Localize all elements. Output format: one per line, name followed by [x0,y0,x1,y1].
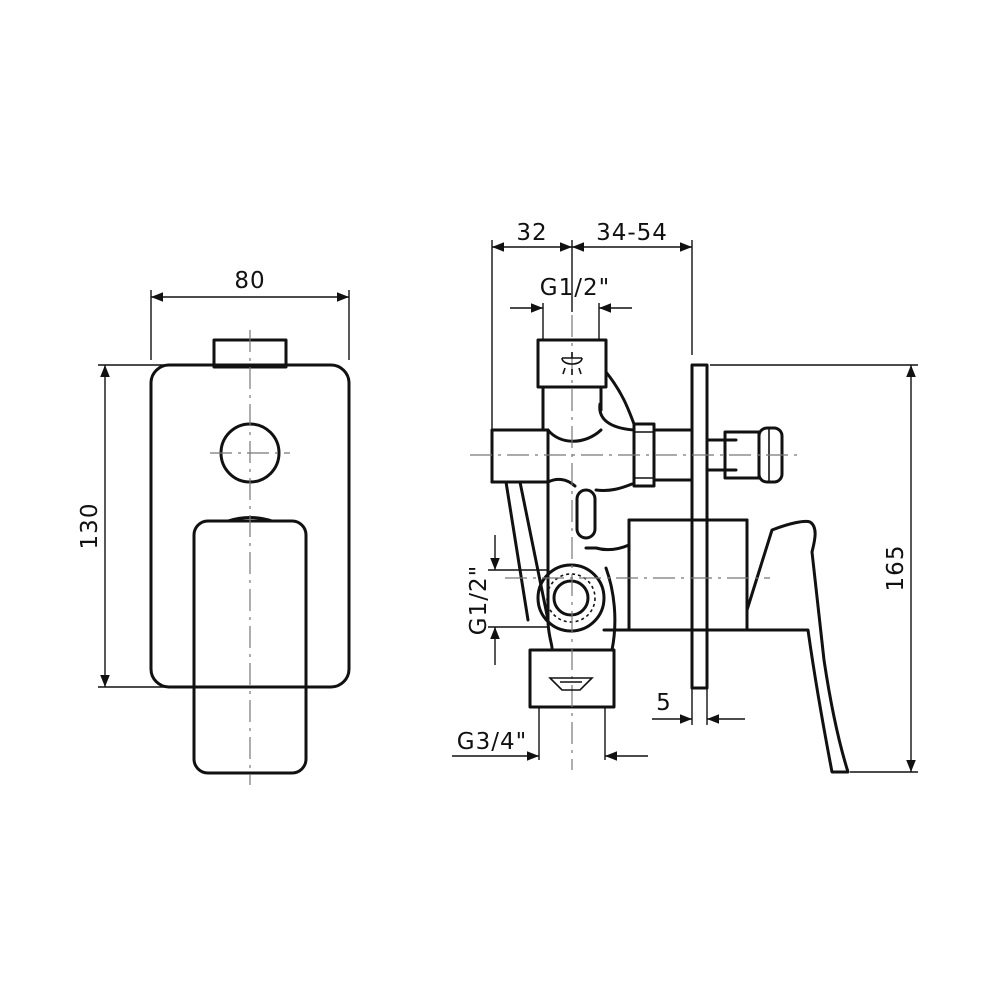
bath-spout-icon [548,677,594,691]
front-plate [149,363,351,689]
side-lever [705,518,850,774]
plate-thickness-label: 5 [656,690,672,716]
depth-32-label: 32 [516,220,547,246]
side-view: 32 34-54 G1/2" G1/2" G3/4" 5 165 [452,220,918,774]
width-dimension-label: 80 [234,268,265,294]
shower-outlet-label: G1/2" [540,275,610,301]
left-inlet-pipe [490,428,550,484]
inlet-thread-label: G1/2" [466,565,492,635]
overall-height-label: 165 [883,545,909,592]
height-dimension-label: 130 [77,503,103,550]
depth-34-54-label: 34-54 [596,220,668,246]
lower-inlet-fitting [536,563,606,633]
mixer-housing [627,518,749,632]
side-wall-plate [690,363,709,690]
front-view: 80 130 [77,268,351,785]
shower-outlet-block [536,338,608,389]
shower-head-icon [561,352,583,375]
bath-outlet-label: G3/4" [457,729,527,755]
